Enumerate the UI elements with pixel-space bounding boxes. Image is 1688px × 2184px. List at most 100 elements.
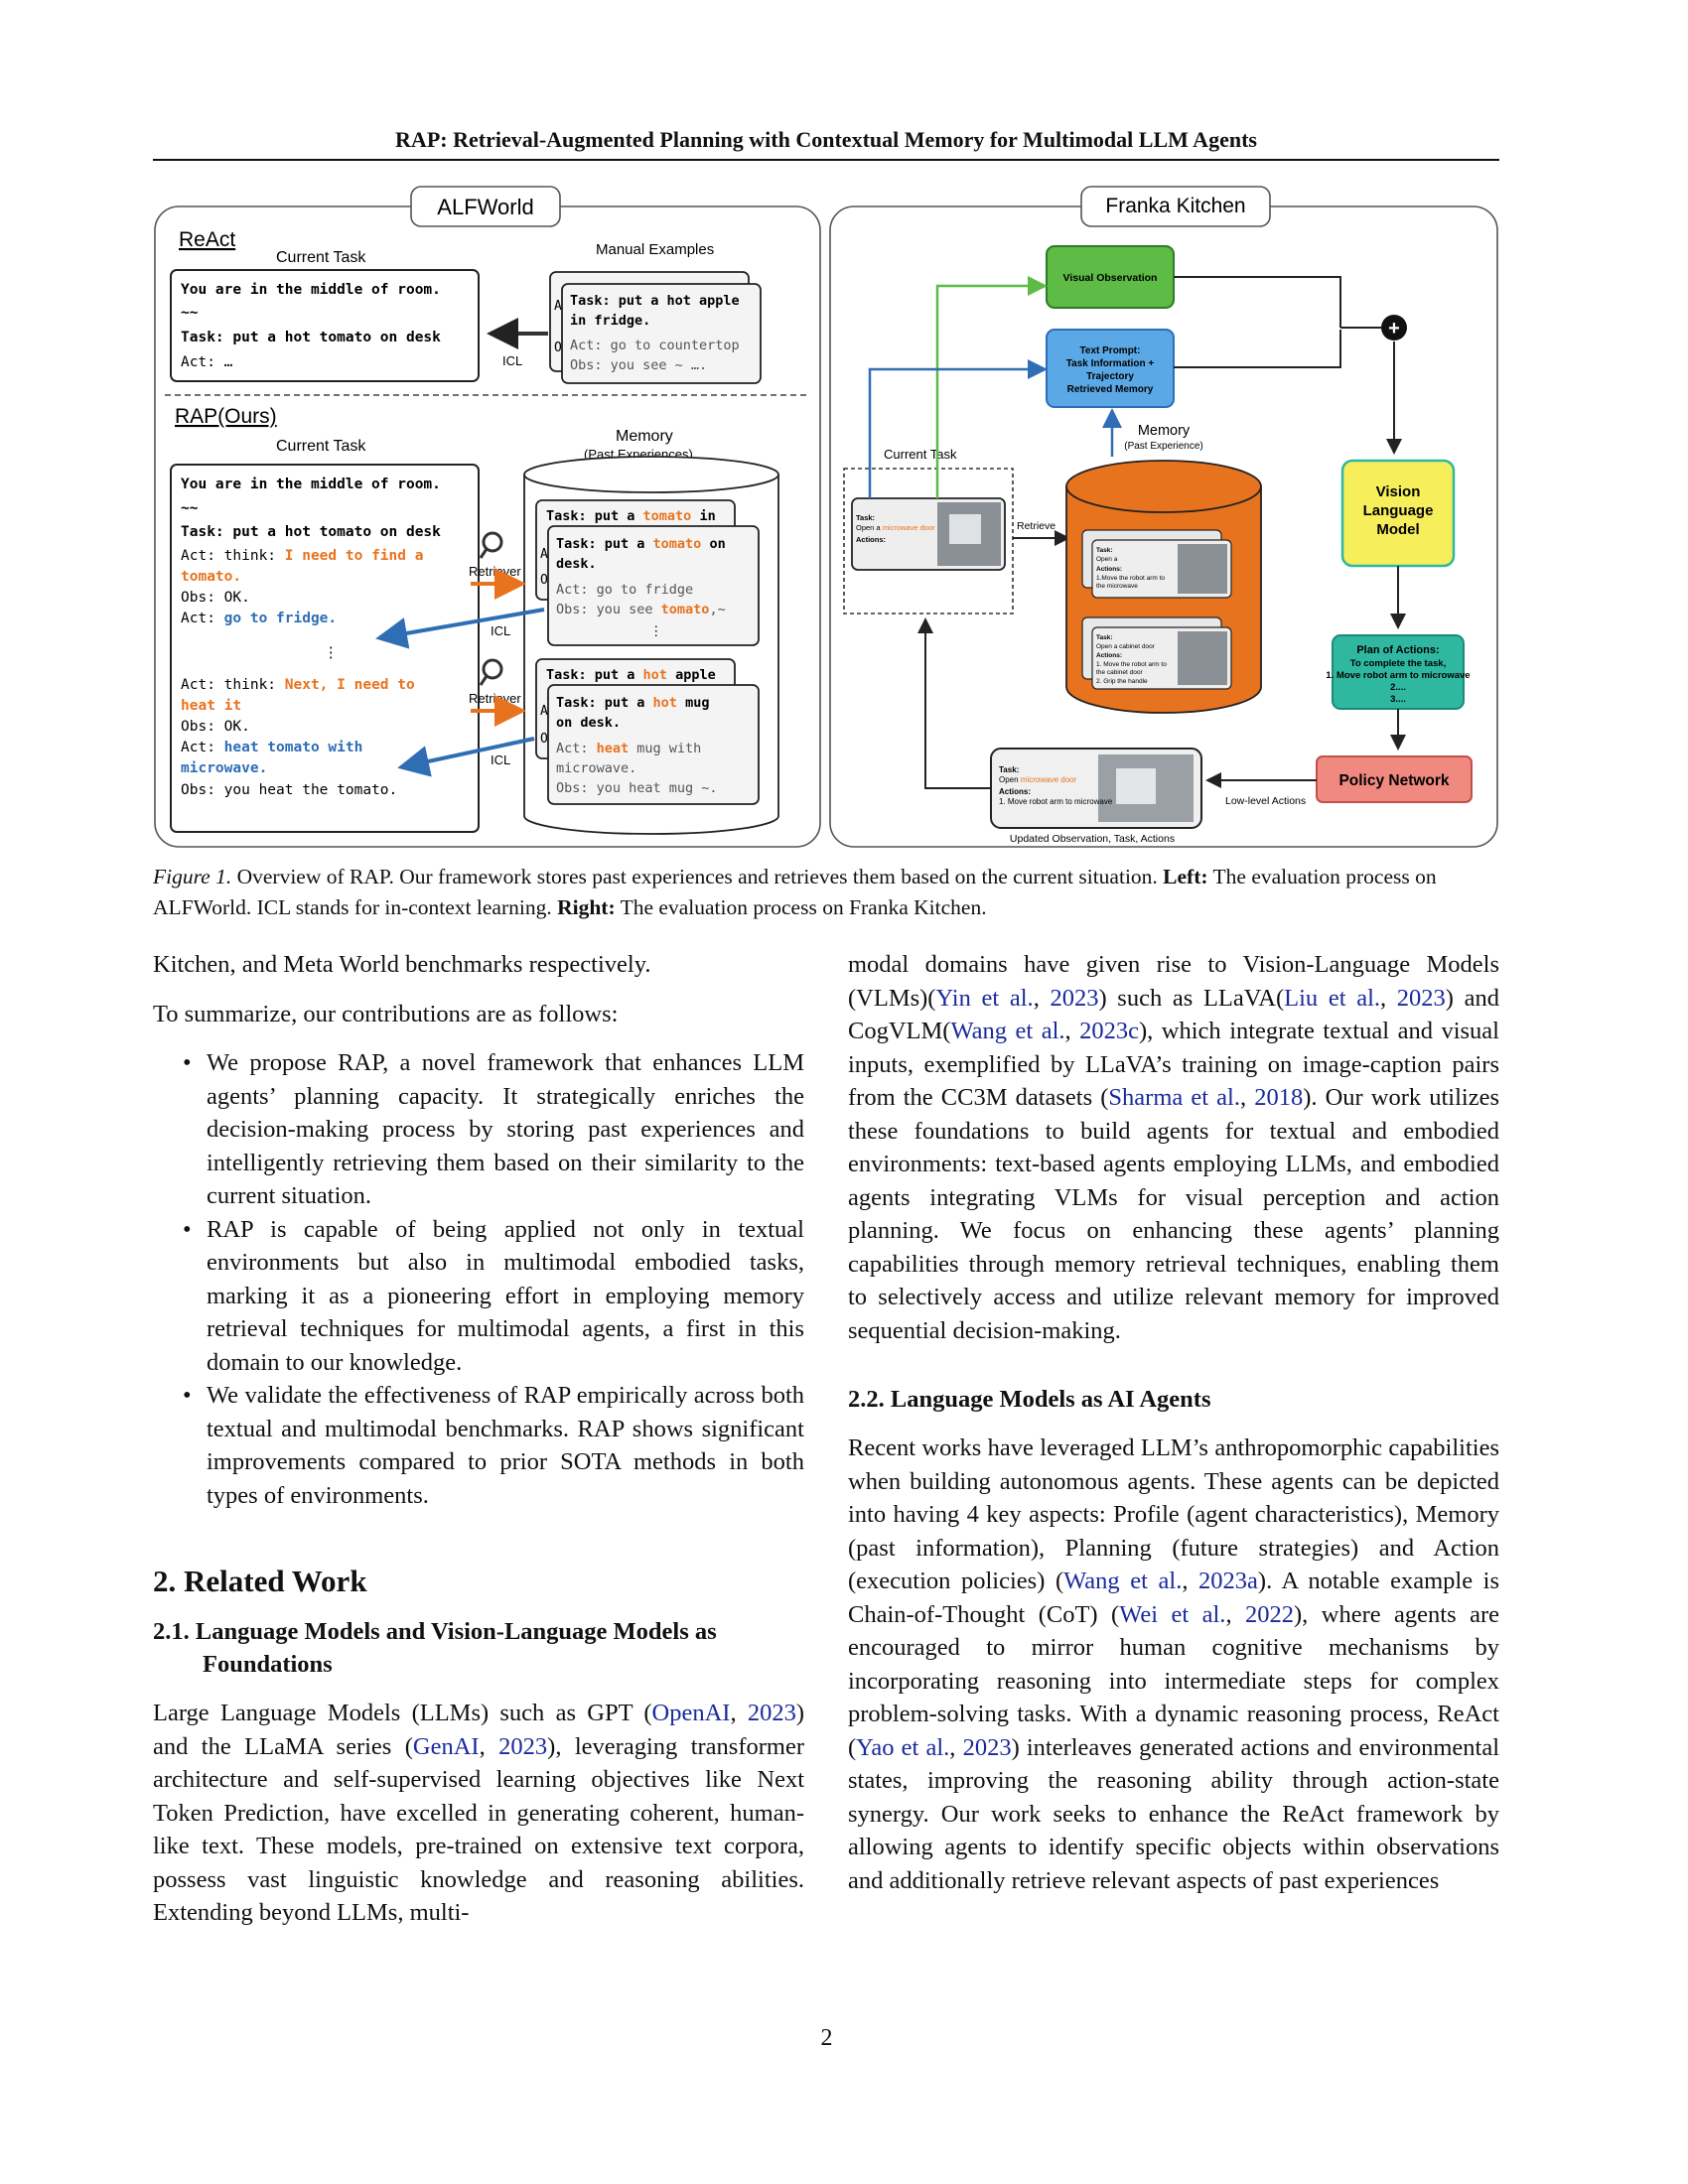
paragraph: To summarize, our contributions are as f… <box>153 1000 619 1027</box>
svg-text:Retrieved Memory: Retrieved Memory <box>1067 384 1154 395</box>
paragraph: modal domains have given rise to Vision-… <box>848 951 1499 1344</box>
citation-link[interactable]: Sharma et al. <box>1108 1084 1240 1111</box>
svg-text:To complete the task,: To complete the task, <box>1350 658 1446 669</box>
svg-text:Obs: OK.: Obs: OK. <box>181 590 250 606</box>
svg-text:Act: go to countertop: Act: go to countertop <box>570 338 740 353</box>
svg-text:O: O <box>554 341 562 355</box>
citation-link[interactable]: Yin et al. <box>935 984 1034 1012</box>
svg-text:~~: ~~ <box>181 500 199 516</box>
citation-link[interactable]: 2023 <box>962 1733 1012 1761</box>
svg-text:Task: put a hot mug: Task: put a hot mug <box>556 695 709 711</box>
svg-text:Task:: Task: <box>1096 547 1113 554</box>
subsection-heading: 2.1. Language Models and Vision-Language… <box>153 1618 717 1678</box>
svg-text:Actions:: Actions: <box>1096 652 1122 659</box>
svg-text:2....: 2.... <box>1390 682 1406 693</box>
svg-text:Retriever: Retriever <box>469 691 521 706</box>
subsection-heading: 2.2. Language Models as AI Agents <box>848 1386 1211 1413</box>
contributions-list: We propose RAP, a novel framework that e… <box>153 1046 804 1512</box>
svg-text:the microwave: the microwave <box>1096 583 1138 590</box>
react-current-task-label: Current Task <box>276 249 366 266</box>
svg-text:Task:: Task: <box>1096 634 1113 641</box>
svg-text:Act: heat tomato with: Act: heat tomato with <box>181 740 362 755</box>
svg-text:~~: ~~ <box>181 305 199 321</box>
svg-text:Memory: Memory <box>616 428 673 445</box>
svg-text:A: A <box>554 299 562 314</box>
svg-text:Task:: Task: <box>856 513 875 522</box>
svg-text:Act: heat mug with: Act: heat mug with <box>556 741 701 756</box>
svg-text:Open microwave door: Open microwave door <box>999 775 1077 784</box>
svg-text:ICL: ICL <box>491 623 510 638</box>
svg-text:O: O <box>540 732 548 747</box>
header-rule <box>153 159 1499 161</box>
svg-text:A: A <box>540 547 548 562</box>
svg-text:Updated Observation, Task, Act: Updated Observation, Task, Actions <box>1010 833 1175 845</box>
citation-link[interactable]: OpenAI <box>651 1700 731 1726</box>
svg-text:+: + <box>1388 318 1400 340</box>
svg-text:on desk.: on desk. <box>556 715 621 731</box>
svg-text:Actions:: Actions: <box>1096 566 1122 573</box>
citation-link[interactable]: 2023 <box>498 1732 548 1760</box>
alfworld-title: ALFWorld <box>437 195 533 219</box>
svg-text:Memory: Memory <box>1138 423 1191 439</box>
rap-task-card <box>170 464 480 833</box>
citation-link[interactable]: Liu et al. <box>1284 984 1380 1012</box>
svg-text:Current Task: Current Task <box>884 447 957 462</box>
svg-text:2. Grip the handle: 2. Grip the handle <box>1096 678 1148 685</box>
retriever-icon <box>479 531 503 559</box>
manual-example-card <box>561 283 762 384</box>
svg-text:Obs: you heat mug ~.: Obs: you heat mug ~. <box>556 780 718 796</box>
right-column: modal domains have given rise to Vision-… <box>848 948 1499 1913</box>
svg-text:Open a: Open a <box>1096 556 1118 563</box>
citation-link[interactable]: Wang et al. <box>1063 1568 1183 1594</box>
svg-text:Obs: you see tomato,~: Obs: you see tomato,~ <box>556 602 726 617</box>
svg-text:Act: go to fridge: Act: go to fridge <box>556 582 693 598</box>
svg-text:Policy Network: Policy Network <box>1338 772 1449 789</box>
paragraph: Recent works have leveraged LLM’s anthro… <box>848 1434 1500 1894</box>
svg-text:ICL: ICL <box>491 752 510 767</box>
react-label: ReAct <box>179 228 235 251</box>
memory-card-2 <box>547 684 760 805</box>
svg-text:Task: put a hot apple: Task: put a hot apple <box>570 293 740 309</box>
list-item: We validate the effectiveness of RAP emp… <box>183 1379 804 1512</box>
citation-link[interactable]: 2022 <box>1245 1600 1295 1628</box>
svg-text:Task: put a hot tomato on desk: Task: put a hot tomato on desk <box>181 524 441 540</box>
svg-text:ICL: ICL <box>502 353 522 368</box>
franka-title: Franka Kitchen <box>1105 195 1245 217</box>
figure-caption: Figure 1. Overview of RAP. Our framework… <box>153 865 1437 919</box>
svg-text:1. Move robot arm to microwave: 1. Move robot arm to microwave <box>999 797 1113 806</box>
svg-text:Retrieve: Retrieve <box>1017 520 1055 532</box>
svg-text:Act: go to fridge.: Act: go to fridge. <box>181 611 337 626</box>
svg-text:1.Move the robot arm to: 1.Move the robot arm to <box>1096 575 1165 582</box>
svg-text:Actions:: Actions: <box>999 787 1031 796</box>
rap-label: RAP(Ours) <box>175 405 277 428</box>
citation-link[interactable]: GenAI <box>412 1732 480 1760</box>
svg-text:in fridge.: in fridge. <box>570 313 650 329</box>
citation-link[interactable]: 2018 <box>1254 1084 1304 1111</box>
svg-text:the cabinet door: the cabinet door <box>1096 669 1143 676</box>
svg-text:Low-level Actions: Low-level Actions <box>1225 795 1306 807</box>
svg-text:Current Task: Current Task <box>276 438 366 455</box>
citation-link[interactable]: 2023 <box>747 1700 796 1726</box>
svg-text:Text Prompt:: Text Prompt: <box>1080 345 1141 356</box>
manual-examples-label: Manual Examples <box>596 241 714 258</box>
svg-text:Obs: you see ~ ….: Obs: you see ~ …. <box>570 357 707 373</box>
running-header: RAP: Retrieval-Augmented Planning with C… <box>395 127 1257 152</box>
paragraph: Kitchen, and Meta World benchmarks respe… <box>153 951 651 978</box>
svg-text:Task: put a hot apple: Task: put a hot apple <box>546 667 716 683</box>
svg-text:O: O <box>540 573 548 588</box>
citation-link[interactable]: 2023c <box>1079 1018 1140 1044</box>
citation-link[interactable]: 2023 <box>1050 984 1099 1012</box>
svg-text:Actions:: Actions: <box>856 535 886 544</box>
svg-text:Act: think: I need to find a: Act: think: I need to find a <box>181 548 423 564</box>
citation-link[interactable]: Wang et al. <box>950 1018 1065 1044</box>
combine-icon <box>1381 315 1407 341</box>
svg-text:heat it: heat it <box>181 698 241 714</box>
citation-link[interactable]: Yao et al. <box>856 1733 950 1761</box>
svg-text:microwave.: microwave. <box>181 760 267 776</box>
citation-link[interactable]: 2023 <box>1396 984 1446 1012</box>
citation-link[interactable]: 2023a <box>1198 1568 1258 1594</box>
svg-text:Plan of Actions:: Plan of Actions: <box>1356 644 1439 656</box>
citation-link[interactable]: Wei et al. <box>1119 1600 1226 1628</box>
svg-text:Task Information +: Task Information + <box>1066 358 1155 369</box>
svg-text:1. Move the robot arm to: 1. Move the robot arm to <box>1096 661 1167 668</box>
